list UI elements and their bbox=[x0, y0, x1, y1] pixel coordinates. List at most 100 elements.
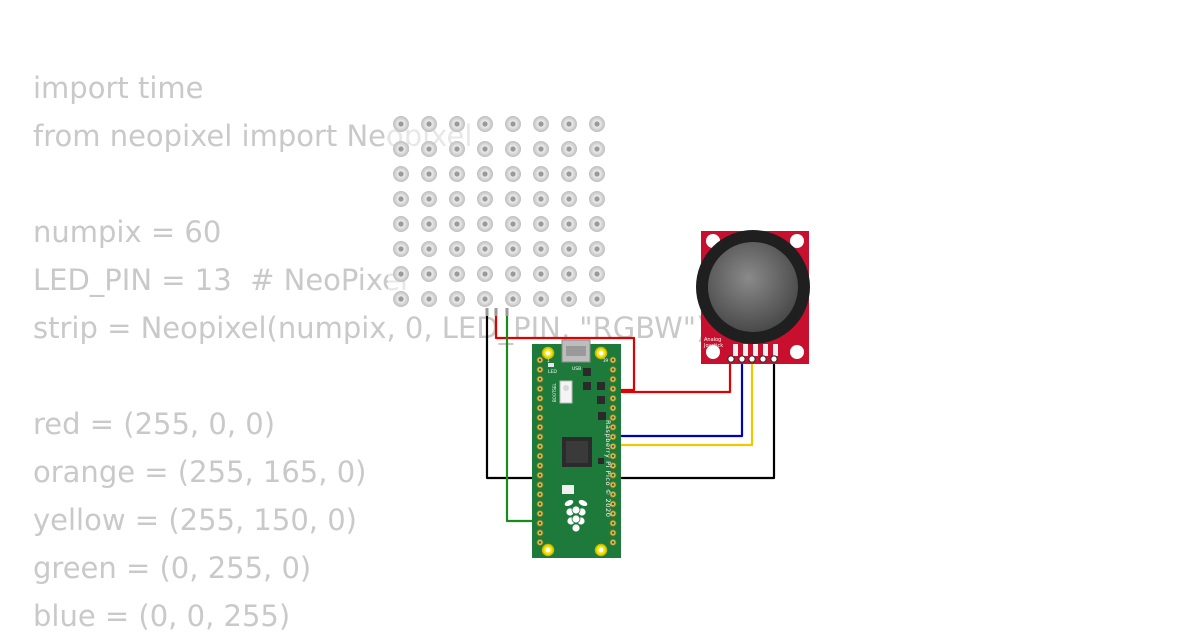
neopixel-led bbox=[393, 116, 409, 132]
pico-pin-headers bbox=[536, 356, 617, 546]
neopixel-led bbox=[589, 266, 605, 282]
pico-pin1-label: 1 bbox=[547, 358, 550, 363]
neopixel-led bbox=[561, 216, 577, 232]
wire-red-matrix-vcc bbox=[494, 316, 636, 392]
neopixel-led bbox=[533, 166, 549, 182]
neopixel-led bbox=[561, 291, 577, 307]
code-line: numpix = 60 bbox=[33, 215, 222, 249]
neopixel-led bbox=[477, 166, 493, 182]
code-line: import time bbox=[33, 71, 204, 105]
neopixel-led bbox=[477, 291, 493, 307]
neopixel-led bbox=[505, 266, 521, 282]
neopixel-led bbox=[449, 216, 465, 232]
neopixel-led bbox=[589, 241, 605, 257]
neopixel-led bbox=[505, 191, 521, 207]
analog-joystick-module[interactable]: Analog Joystick bbox=[696, 230, 810, 364]
bootsel-button[interactable] bbox=[559, 380, 573, 404]
neopixel-led bbox=[477, 141, 493, 157]
neopixel-led bbox=[421, 241, 437, 257]
code-line: green = (0, 255, 0) bbox=[33, 551, 312, 585]
neopixel-led bbox=[505, 141, 521, 157]
wire-blue-joystick-vrx bbox=[620, 360, 744, 438]
neopixel-led bbox=[421, 266, 437, 282]
neopixel-led bbox=[561, 141, 577, 157]
neopixel-led bbox=[421, 216, 437, 232]
joystick-knob[interactable] bbox=[708, 242, 798, 332]
neopixel-led bbox=[393, 266, 409, 282]
neopixel-led bbox=[393, 191, 409, 207]
neopixel-led bbox=[477, 266, 493, 282]
neopixel-led bbox=[589, 216, 605, 232]
neopixel-led bbox=[421, 291, 437, 307]
wire-black-matrix-gnd bbox=[485, 316, 546, 480]
neopixel-led bbox=[449, 291, 465, 307]
code-line: strip = Neopixel(numpix, 0, LED_PIN, "RG… bbox=[33, 311, 708, 345]
neopixel-led bbox=[533, 116, 549, 132]
joystick-mount-hole-bl bbox=[706, 345, 720, 359]
neopixel-led bbox=[477, 116, 493, 132]
matrix-backing bbox=[388, 112, 610, 316]
neopixel-led bbox=[449, 141, 465, 157]
neopixel-led bbox=[477, 216, 493, 232]
pico-bootsel-label: BOOTSEL bbox=[552, 383, 557, 402]
matrix-pin bbox=[494, 308, 498, 316]
neopixel-led bbox=[449, 266, 465, 282]
neopixel-led bbox=[477, 241, 493, 257]
neopixel-led bbox=[421, 191, 437, 207]
neopixel-led bbox=[561, 116, 577, 132]
pico-usb-label: USB bbox=[572, 366, 581, 372]
neopixel-led bbox=[393, 166, 409, 182]
neopixel-led bbox=[505, 216, 521, 232]
neopixel-led bbox=[533, 291, 549, 307]
wire-black-joystick-gnd bbox=[620, 360, 776, 480]
neopixel-led bbox=[561, 166, 577, 182]
neopixel-led bbox=[449, 241, 465, 257]
neopixel-led bbox=[393, 216, 409, 232]
neopixel-led bbox=[505, 241, 521, 257]
code-line: yellow = (255, 150, 0) bbox=[33, 503, 357, 537]
code-line: blue = (0, 0, 255) bbox=[33, 599, 291, 633]
neopixel-led bbox=[421, 116, 437, 132]
neopixel-led bbox=[533, 216, 549, 232]
code-line: orange = (255, 165, 0) bbox=[33, 455, 367, 489]
neopixel-led bbox=[393, 141, 409, 157]
joystick-label-2: Joystick bbox=[703, 343, 723, 349]
neopixel-led bbox=[533, 266, 549, 282]
neopixel-led bbox=[561, 266, 577, 282]
neopixel-led bbox=[589, 116, 605, 132]
neopixel-led bbox=[393, 291, 409, 307]
neopixel-led bbox=[449, 116, 465, 132]
raspberry-pi-pico-board[interactable]: LED USB 1 39 BOOTSEL Raspberry Pi Pico ©… bbox=[532, 339, 621, 558]
joystick-mount-hole-br bbox=[790, 345, 804, 359]
wire-yellow-joystick-vry bbox=[620, 360, 754, 447]
neopixel-led bbox=[533, 141, 549, 157]
wire-red-joystick-vcc bbox=[620, 360, 732, 394]
pico-silkscreen-title: Raspberry Pi Pico © 2020 bbox=[604, 420, 612, 518]
neopixel-matrix[interactable] bbox=[388, 112, 610, 316]
neopixel-led bbox=[393, 241, 409, 257]
neopixel-led bbox=[449, 166, 465, 182]
neopixel-led bbox=[533, 191, 549, 207]
matrix-pin bbox=[485, 308, 489, 316]
joystick-label-1: Analog bbox=[704, 337, 721, 343]
onboard-led bbox=[548, 363, 554, 367]
neopixel-led bbox=[421, 166, 437, 182]
matrix-pin bbox=[505, 308, 509, 316]
neopixel-led bbox=[561, 241, 577, 257]
neopixel-led bbox=[505, 291, 521, 307]
code-line: red = (255, 0, 0) bbox=[33, 407, 276, 441]
wires bbox=[485, 316, 776, 523]
pico-led-label: LED bbox=[548, 369, 557, 375]
neopixel-led bbox=[589, 191, 605, 207]
joystick-header-pins bbox=[727, 344, 778, 363]
neopixel-led bbox=[421, 141, 437, 157]
code-line: LED_PIN = 13 # NeoPixel bbox=[33, 263, 408, 297]
pico-pin39-label: 39 bbox=[603, 358, 609, 363]
neopixel-led bbox=[505, 116, 521, 132]
joystick-mount-hole-tr bbox=[790, 234, 804, 248]
neopixel-led bbox=[505, 166, 521, 182]
raspberry-logo-icon bbox=[563, 499, 589, 533]
neopixel-led bbox=[533, 241, 549, 257]
